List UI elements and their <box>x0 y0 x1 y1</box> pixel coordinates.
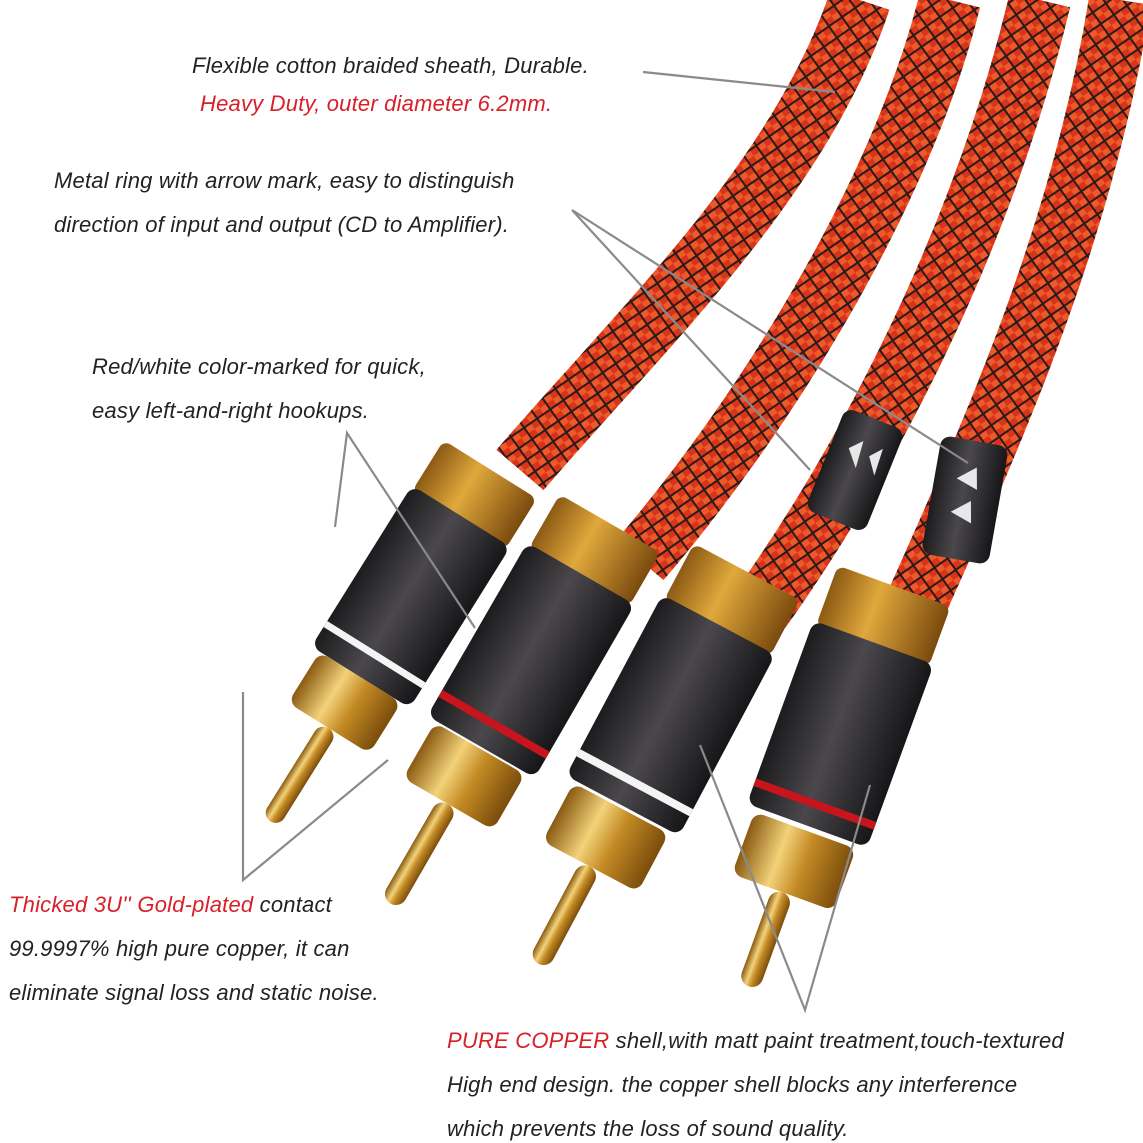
callout-gold-line2: 99.9997% high pure copper, it can <box>9 936 350 961</box>
callout-gold-line1-rest: contact <box>253 892 332 917</box>
callout-color-mark: Red/white color-marked for quick, easy l… <box>92 345 426 433</box>
callout-copper: PURE COPPER shell,with matt paint treatm… <box>447 1019 1064 1143</box>
callout-sheath-line1: Flexible cotton braided sheath, Durable. <box>192 53 589 78</box>
callout-sheath-line2: Heavy Duty, outer diameter 6.2mm. <box>200 91 553 116</box>
callout-color-mark-line1: Red/white color-marked for quick, <box>92 354 426 379</box>
rca-plug-red-2 <box>734 567 949 988</box>
callout-copper-line1: PURE COPPER shell,with matt paint treatm… <box>447 1019 1064 1063</box>
callout-ring-line1: Metal ring with arrow mark, easy to dist… <box>54 168 515 193</box>
callout-color-mark-line2: easy left-and-right hookups. <box>92 398 370 423</box>
callout-copper-line3: which prevents the loss of sound quality… <box>447 1116 849 1141</box>
rca-plug-white-2 <box>532 546 798 966</box>
callout-copper-line1-rest: shell,with matt paint treatment,touch-te… <box>609 1028 1064 1053</box>
callout-ring-line2: direction of input and output (CD to Amp… <box>54 212 510 237</box>
callout-gold: Thicked 3U'' Gold-plated contact 99.9997… <box>9 883 379 1015</box>
braided-cables <box>496 0 1143 653</box>
rca-plug-red-1 <box>385 497 658 906</box>
callout-ring: Metal ring with arrow mark, easy to dist… <box>54 159 515 247</box>
callout-copper-line2: High end design. the copper shell blocks… <box>447 1072 1018 1097</box>
callout-copper-highlight: PURE COPPER <box>447 1028 610 1053</box>
rca-plug-white-1 <box>265 443 534 823</box>
arrow-marked-metal-rings <box>807 410 1008 564</box>
callout-gold-line1: Thicked 3U'' Gold-plated contact <box>9 883 379 927</box>
callout-pointer-lines <box>241 70 969 1014</box>
callout-sheath: Flexible cotton braided sheath, Durable.… <box>192 44 589 126</box>
callout-gold-highlight: Thicked 3U'' Gold-plated <box>9 892 254 917</box>
callout-gold-line3: eliminate signal loss and static noise. <box>9 980 379 1005</box>
